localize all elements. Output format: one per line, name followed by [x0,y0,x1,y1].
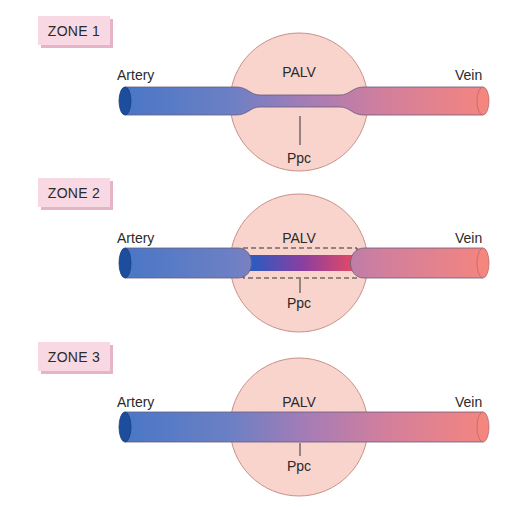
zone-label-box: ZONE 1 [38,16,110,45]
vessel-label: Artery [117,67,154,83]
zone-label-box: ZONE 2 [38,178,110,207]
vessel-end [119,412,131,442]
vessel-label: Artery [117,230,154,246]
vessel-label: Vein [455,230,482,246]
vessel [125,87,483,115]
capillary-pressure-label: Ppc [229,295,369,311]
alveolar-pressure-label: PALV [229,394,369,410]
vessel-end [119,248,131,278]
alveolar-pressure-label: PALV [229,64,369,80]
vessel-end [119,87,131,115]
zone-title: ZONE 3 [48,349,100,365]
leader-line [300,279,301,293]
alveolus-shape [230,358,368,496]
alveolus-circle: PALV Ppc [229,193,369,333]
vessel-label: Vein [455,394,482,410]
alveolus-shape [230,33,368,171]
vessel [125,248,252,278]
leader-line [300,443,301,456]
vessel-end [477,248,489,278]
alveolus-circle: PALV Ppc [229,32,369,172]
alveolar-pressure-label: PALV [229,230,369,246]
vessel-label: Artery [117,394,154,410]
capillary-pressure-label: Ppc [229,458,369,474]
zone-title: ZONE 2 [48,185,100,201]
alveolus-shape [230,194,368,332]
vessel-end [477,412,489,442]
vessel-label: Vein [455,67,482,83]
zone-label-box: ZONE 3 [38,342,110,371]
zone-title: ZONE 1 [48,23,100,39]
collapsible-segment [245,255,360,271]
alveolus-circle: PALV Ppc [229,357,369,497]
alveolus-outline [229,357,369,497]
vessel [351,248,484,278]
leader-line [300,116,301,145]
capillary-pressure-label: Ppc [229,150,369,166]
vessel [125,412,483,442]
dashed-outline [243,248,357,278]
vessel-end [477,87,489,115]
alveolus-outline [229,193,369,333]
